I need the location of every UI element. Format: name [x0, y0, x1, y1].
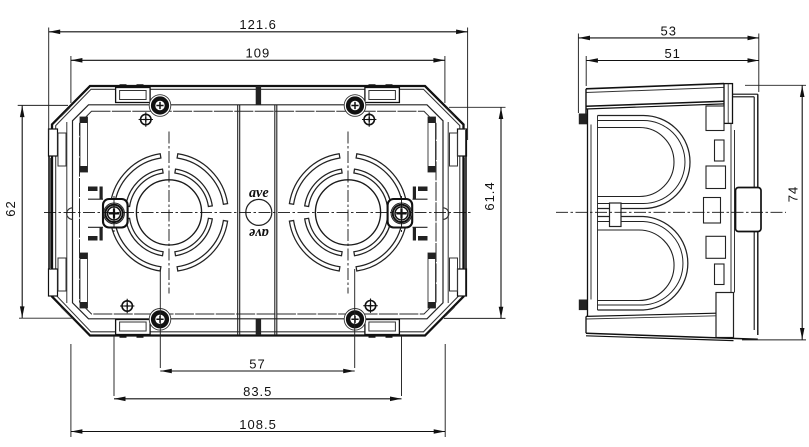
svg-text:53: 53 [661, 23, 677, 38]
svg-text:62: 62 [3, 200, 18, 216]
svg-text:109: 109 [246, 46, 271, 61]
svg-text:ave: ave [249, 225, 269, 241]
svg-text:74: 74 [786, 186, 801, 202]
svg-text:51: 51 [664, 46, 680, 61]
svg-text:61.4: 61.4 [482, 181, 497, 210]
svg-text:108.5: 108.5 [239, 417, 277, 432]
svg-text:ave: ave [249, 185, 269, 201]
svg-text:121.6: 121.6 [239, 17, 277, 32]
svg-text:57: 57 [249, 356, 265, 371]
svg-text:83.5: 83.5 [243, 384, 272, 399]
